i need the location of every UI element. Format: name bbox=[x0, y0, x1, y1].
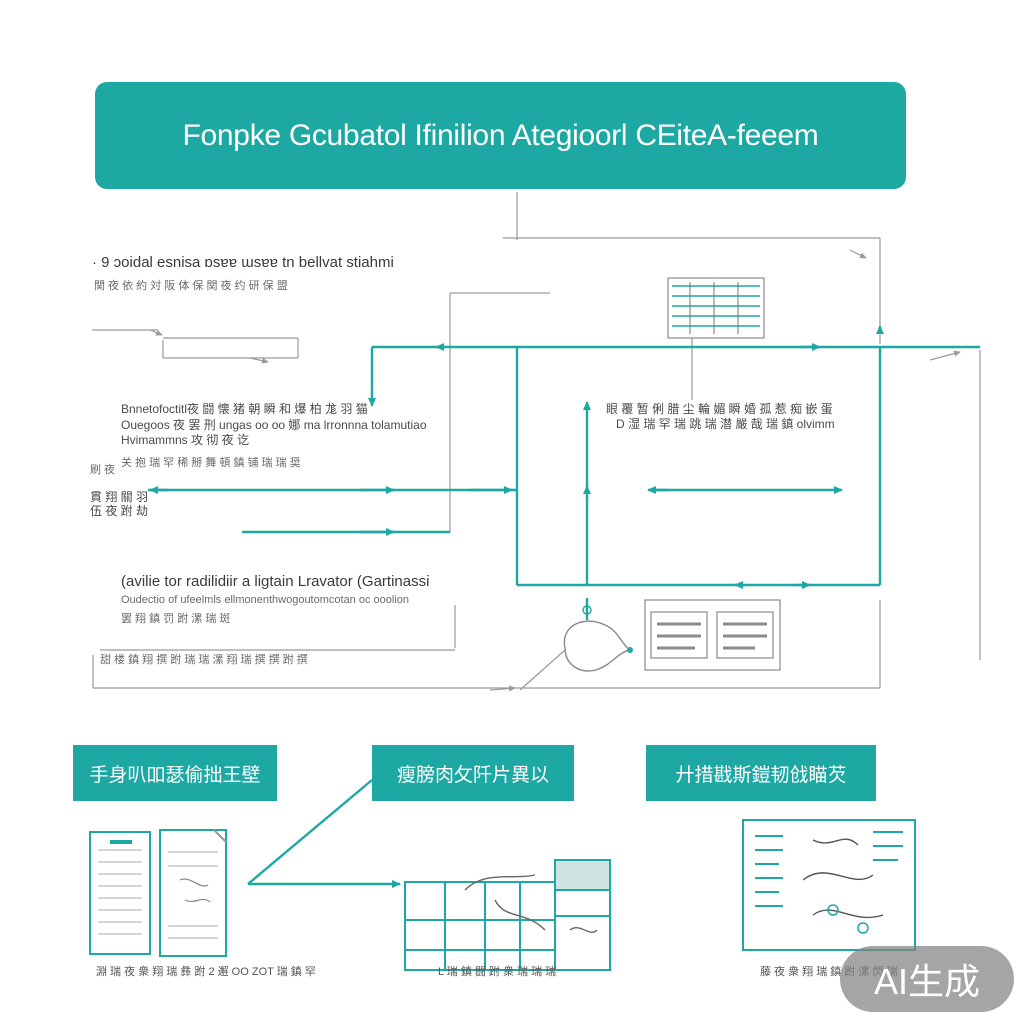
connector-arrow bbox=[149, 329, 163, 336]
flow-line-bottom bbox=[247, 779, 373, 885]
section-subtext-1: 関 夜 依 約 対 阪 体 保 関 夜 约 研 保 盟 bbox=[94, 280, 288, 292]
connector-arrow bbox=[489, 685, 516, 692]
connector-line bbox=[519, 649, 566, 691]
connector-arrow bbox=[249, 357, 269, 364]
documents-illustration bbox=[89, 829, 227, 957]
ai-generated-badge: AI生成 bbox=[840, 946, 1014, 1012]
section-subtext-2: Oudectio of ufeelmls ellmonenthwogoutomc… bbox=[121, 594, 410, 606]
stage-box-3-label: 廾措戡斯鎧韧戗瞄芡 bbox=[675, 764, 847, 786]
side-label-1: 刷 夜 bbox=[90, 464, 116, 476]
floorplan-illustration bbox=[404, 859, 611, 971]
block1-extra: 关 抱 瑞 罕 稀 掰 舞 頓 鎮 铺 瑞 瑞 奨 bbox=[121, 457, 301, 469]
stage-box-2-label: 瘦膀肉攵阡片異以 bbox=[396, 764, 549, 786]
section-heading-1: · 9 ɔoidal esnisa ɒsɐɐ ɯsɐɐ tn bellvat s… bbox=[92, 254, 394, 271]
stage-box-1: 手身叭吅瑟偷拙王壁 bbox=[73, 745, 277, 801]
side-label-3: 伍 夜 跗 劫 bbox=[90, 504, 149, 518]
caption-2: L 瑞 鎮 闘 跗 衆 瑞 瑞 瑞 bbox=[438, 966, 557, 978]
block1-line-3: Hvimammns 攻 彻 夜 讫 bbox=[121, 433, 250, 447]
teal-flow bbox=[148, 325, 980, 888]
side-label-2: 貫 翔 關 羽 bbox=[90, 490, 149, 504]
ai-generated-label: AI生成 bbox=[873, 961, 980, 1002]
table-document-icon bbox=[667, 277, 765, 339]
title-banner: Fonpke Gcubatol Ifinilion Ategioorl CEit… bbox=[95, 82, 906, 189]
form-document-icon bbox=[644, 599, 781, 671]
planning-board-illustration bbox=[742, 819, 916, 951]
middle-line-1: 眼 覆 暂 俐 腊 尘 輪 媚 瞬 婚 孤 惹 痴 嵌 蛋 bbox=[606, 402, 833, 416]
connector-arrow bbox=[849, 249, 867, 259]
head-profile-icon bbox=[563, 605, 633, 672]
diagram-title: Fonpke Gcubatol Ifinilion Ategioorl CEit… bbox=[182, 118, 819, 152]
block1-line-2: Ouegoos 夜 罢 刑 ungas oo oo 娜 ma lrronnna … bbox=[121, 418, 427, 432]
caption-1: 淵 瑞 夜 衆 翔 瑞 彝 跗 2 邂 OO ZOT 瑞 鎮 罕 bbox=[96, 966, 316, 978]
stage-box-2: 瘦膀肉攵阡片異以 bbox=[372, 745, 574, 801]
middle-line-2: D 湿 瑞 罕 瑞 跳 瑞 潜 嚴 哉 瑞 鎮 olvimm bbox=[616, 417, 835, 431]
connector-arrow bbox=[929, 350, 961, 361]
grey-connectors bbox=[92, 192, 981, 692]
block1-line-1: Bnnetofoctitl夜 闘 懐 猪 朝 瞬 和 爆 柏 尨 羽 猫 bbox=[121, 402, 368, 416]
stage-box-1-label: 手身叭吅瑟偷拙王壁 bbox=[89, 764, 261, 786]
section-heading-2: (avilie tor radilidiir a ligtain Lravato… bbox=[121, 573, 430, 590]
stage-box-3: 廾措戡斯鎧韧戗瞄芡 bbox=[646, 745, 876, 801]
section-subtext-2b: 罢 翔 鎮 罚 跗 漯 瑞 斑 bbox=[121, 613, 231, 625]
block2-extra: 甜 楼 鎮 翔 撰 跗 瑞 瑞 漯 翔 瑞 撰 撰 跗 撰 bbox=[100, 654, 308, 666]
